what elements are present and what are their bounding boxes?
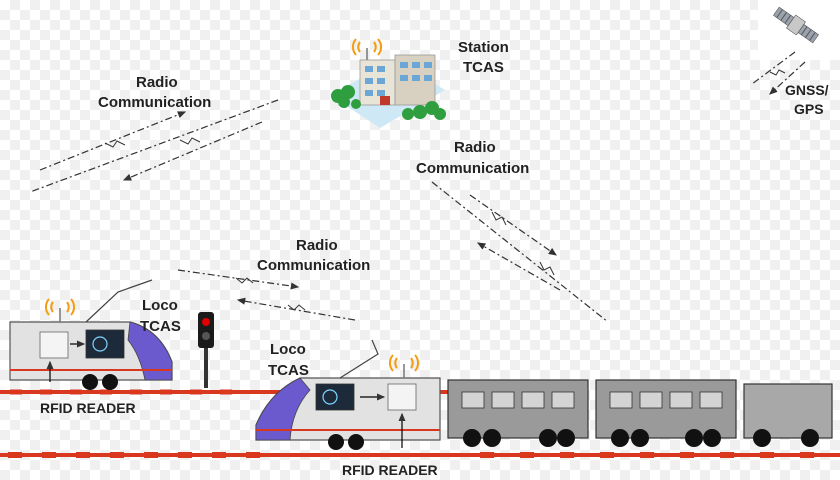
right-rfid-reader-label: RFID READER [342, 462, 438, 478]
radio-communication-left-line2: Communication [98, 94, 211, 111]
left-loco-tcas-label-line1: Loco [142, 297, 178, 314]
gnss-gps-label-line1: GNSS/ [785, 82, 829, 98]
radio-link-loco-to-loco [177, 269, 356, 321]
radio-link-station-to-right-loco [431, 181, 609, 323]
gnss-gps-label-line2: GPS [794, 101, 824, 117]
left-loco-antenna-icon [45, 298, 75, 322]
coach-3 [743, 383, 833, 447]
right-locomotive [255, 339, 441, 450]
radio-link-gnss [751, 51, 806, 95]
left-loco-tcas-label-line2: TCAS [140, 318, 181, 335]
left-rfid-reader-label: RFID READER [40, 400, 136, 416]
radio-communication-right-line2: Communication [416, 160, 529, 177]
radio-communication-middle-line2: Communication [257, 257, 370, 274]
radio-communication-left-line1: Radio [136, 74, 178, 91]
radio-communication-middle-line1: Radio [296, 237, 338, 254]
radio-communication-right-line1: Radio [454, 139, 496, 156]
right-loco-tcas-label-line1: Loco [270, 341, 306, 358]
right-loco-antenna-icon [389, 354, 419, 378]
right-loco-tcas-label-line2: TCAS [268, 362, 309, 379]
station-tcas-label-line2: TCAS [463, 59, 504, 76]
coach-1 [447, 379, 589, 447]
left-locomotive [9, 279, 173, 390]
station-tcas-label-line1: Station [458, 39, 509, 56]
station-building-icon [330, 38, 446, 128]
railway-signal-icon [198, 312, 214, 388]
radio-link-station-to-left-loco [29, 99, 279, 193]
coach-2 [595, 379, 737, 447]
satellite-icon [758, 0, 840, 60]
